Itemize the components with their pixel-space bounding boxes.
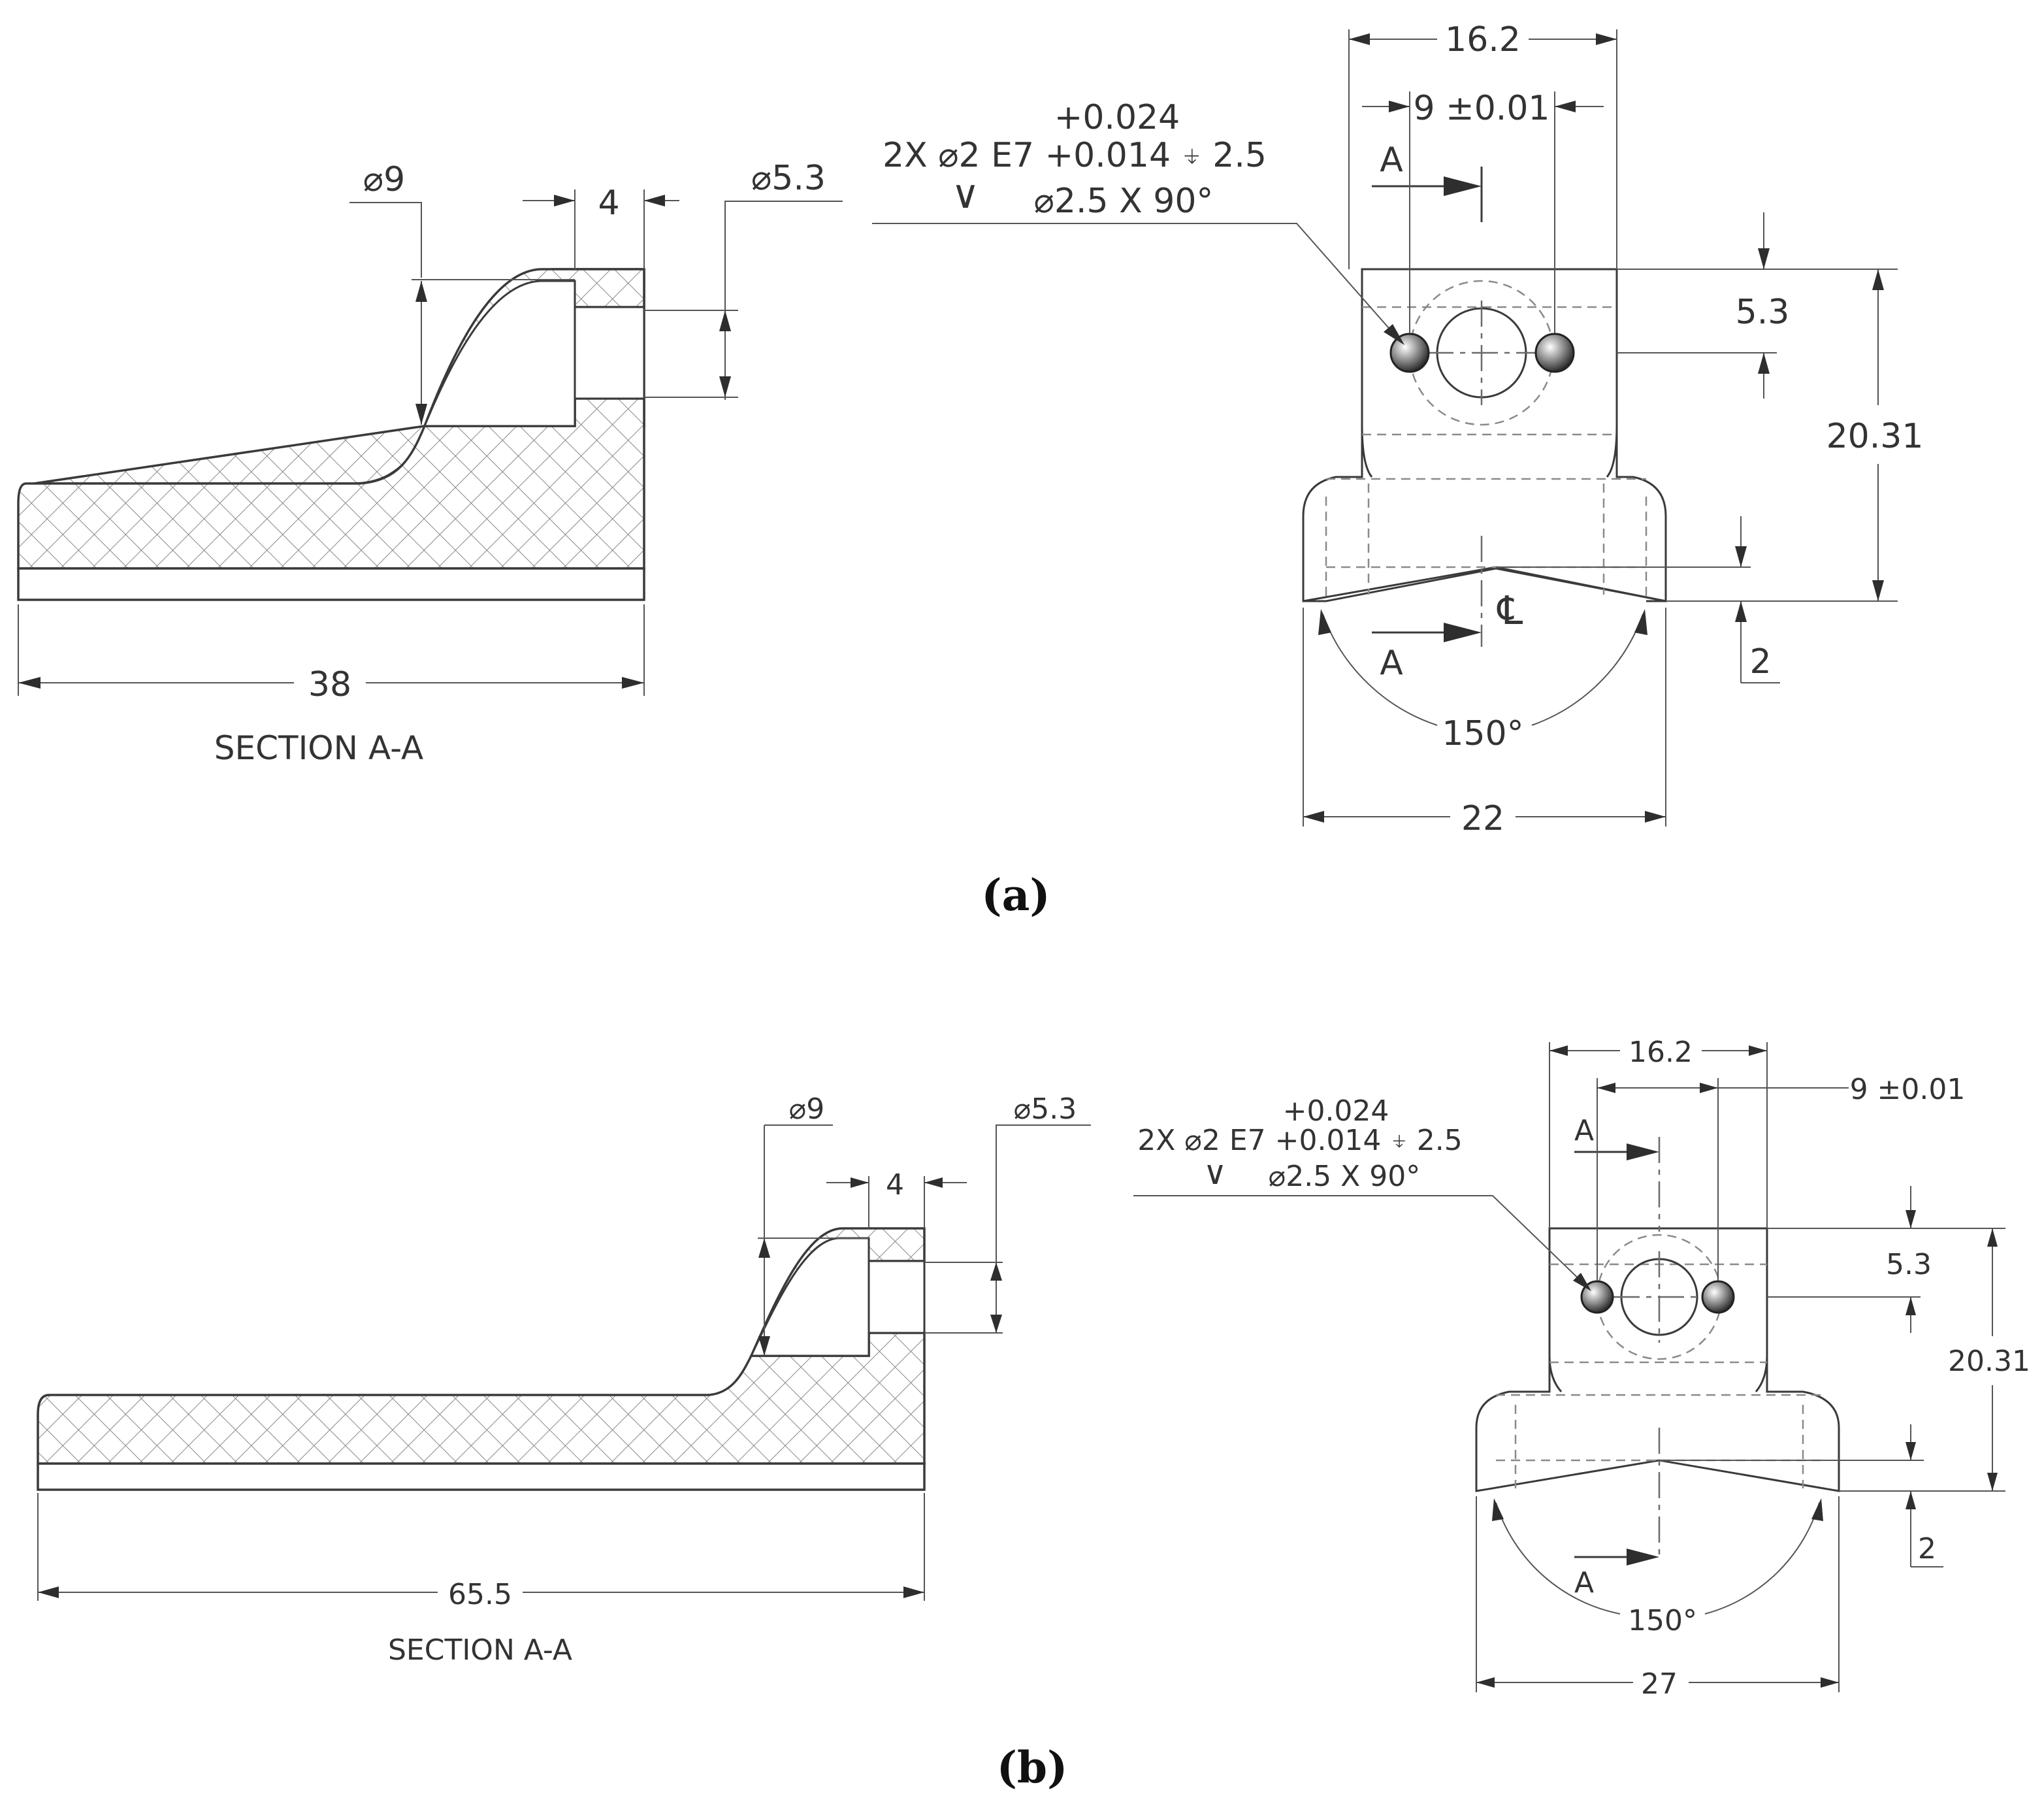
section-view-b: 65.5 SECTION A-A ⌀9 4 ⌀5.3 <box>37 1092 1091 1667</box>
dim-width-small-b: 4 <box>886 1168 904 1202</box>
dim-hole-height-b: 5.3 <box>1886 1248 1932 1281</box>
csk-symbol-b: ∨ <box>1203 1154 1227 1192</box>
dim-length-a: 38 <box>308 665 351 704</box>
front-body-a <box>1302 268 1667 602</box>
section-bore-large-b <box>749 1237 870 1357</box>
dim-dia-large-b: ⌀9 <box>789 1092 824 1126</box>
section-mark-top-a: A <box>1380 140 1403 180</box>
front-view-a: A A ℄ 16.2 9 ±0.01 +0.024 2X ⌀2 E7 +0.01… <box>872 20 1923 838</box>
dim-base-depth-a: 2 <box>1749 642 1771 681</box>
dim-width-top-b: 16.2 <box>1629 1036 1693 1069</box>
pin-hole-right-b <box>1701 1280 1735 1314</box>
callout-csk-a: ⌀2.5 X 90° <box>1034 182 1214 221</box>
pin-hole-right-a <box>1534 333 1575 373</box>
panel-label-b: (b) <box>997 1742 1068 1793</box>
dim-dia-small-b: ⌀5.3 <box>1014 1092 1077 1126</box>
dim-height-b: 20.31 <box>1948 1345 2030 1378</box>
dim-hole-spacing-a: 9 ±0.01 <box>1414 89 1550 128</box>
panel-a: 38 SECTION A-A ⌀9 4 ⌀5.3 <box>17 20 1923 921</box>
dim-dia-large-a: ⌀9 <box>363 160 405 199</box>
section-title-b: SECTION A-A <box>388 1633 572 1667</box>
dim-hole-spacing-b: 9 ±0.01 <box>1850 1073 1966 1106</box>
dim-angle-a: 150° <box>1442 714 1523 753</box>
panel-b: 65.5 SECTION A-A ⌀9 4 ⌀5.3 <box>37 1036 2030 1793</box>
callout-hole-b: 2X ⌀2 E7 +0.014 ⍖ 2.5 <box>1137 1124 1463 1157</box>
dim-angle-b: 150° <box>1628 1604 1697 1637</box>
front-view-b: A A 16.2 9 ±0.01 +0.024 2X ⌀2 E7 +0.014 … <box>1133 1036 2030 1701</box>
callout-tol-upper-b: +0.024 <box>1283 1094 1389 1128</box>
callout-csk-b: ⌀2.5 X 90° <box>1269 1160 1421 1193</box>
dim-hole-height-a: 5.3 <box>1736 293 1790 332</box>
dim-length-b: 65.5 <box>448 1578 512 1611</box>
dim-base-depth-b: 2 <box>1918 1532 1936 1566</box>
dim-base-width-a: 22 <box>1461 799 1504 838</box>
panel-label-a: (a) <box>981 870 1050 921</box>
callout-tol-upper-a: +0.024 <box>1054 98 1180 137</box>
csk-symbol-a: ∨ <box>951 172 980 218</box>
section-mark-bottom-a: A <box>1380 644 1403 683</box>
dim-height-a: 20.31 <box>1826 417 1924 456</box>
dim-width-top-a: 16.2 <box>1445 20 1521 59</box>
section-bore-small-b <box>868 1260 926 1334</box>
section-title-a: SECTION A-A <box>214 729 423 767</box>
section-bore-small-a <box>574 306 645 400</box>
pin-hole-left-a <box>1389 333 1430 373</box>
callout-hole-a: 2X ⌀2 E7 +0.014 ⍖ 2.5 <box>883 136 1267 175</box>
dim-dia-small-a: ⌀5.3 <box>751 159 826 198</box>
dim-base-width-b: 27 <box>1641 1667 1678 1701</box>
section-mark-bottom-b: A <box>1574 1566 1594 1599</box>
dim-width-small-a: 4 <box>598 184 619 223</box>
centerline-symbol-a: ℄ <box>1497 588 1523 634</box>
section-mark-top-b: A <box>1574 1114 1594 1147</box>
section-base-strip-b <box>37 1462 926 1491</box>
section-view-a: 38 SECTION A-A ⌀9 4 ⌀5.3 <box>17 159 843 767</box>
section-base-strip-a <box>17 567 645 601</box>
section-bore-large-a <box>423 280 576 427</box>
